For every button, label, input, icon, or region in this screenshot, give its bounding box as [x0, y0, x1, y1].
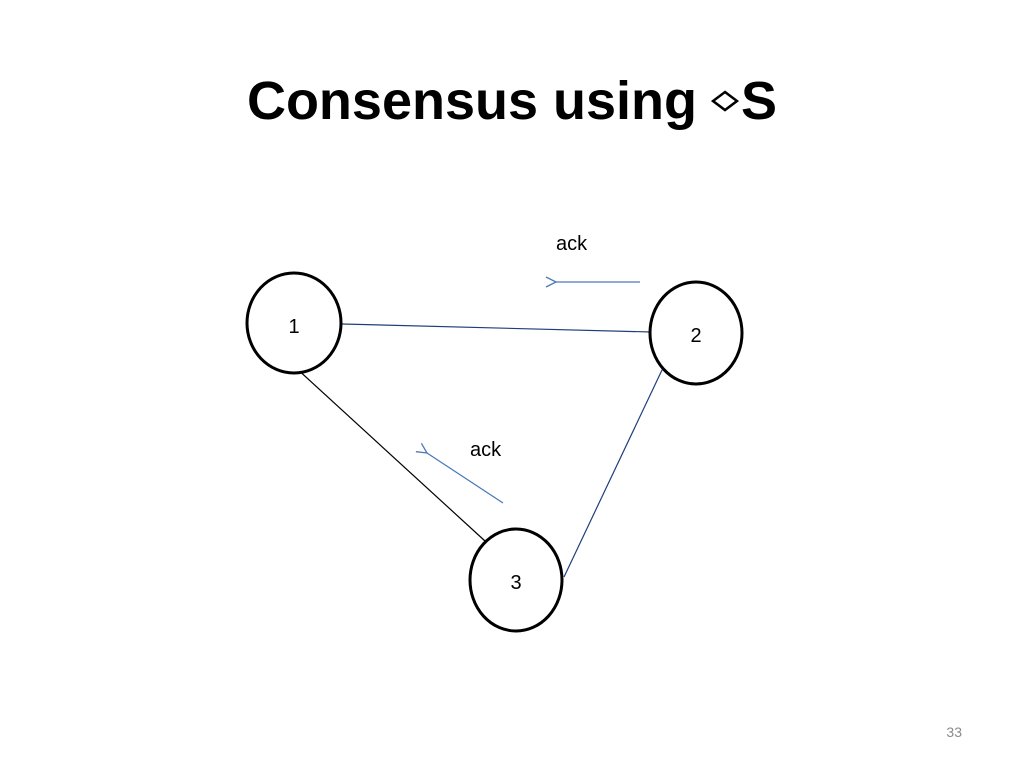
page-number: 33	[946, 724, 962, 740]
ack-label-3-to-1: ack	[470, 439, 502, 461]
node-1: 1	[245, 271, 343, 375]
edge-2-3	[563, 369, 663, 578]
diamond-icon	[711, 90, 740, 112]
node-1-label: 1	[288, 316, 299, 338]
ack-arrow-3-to-1	[427, 453, 504, 504]
edge-1-3	[294, 366, 486, 542]
node-3: 3	[468, 527, 564, 633]
title-text: Consensus using	[246, 71, 698, 131]
node-3-label: 3	[510, 572, 521, 594]
edge-1-2	[341, 323, 652, 333]
slide-title: Consensus using S	[0, 62, 1024, 140]
node-2-label: 2	[690, 325, 701, 347]
ack-label-2-to-1: ack	[556, 233, 588, 255]
node-2: 2	[648, 280, 744, 386]
title-symbol: S	[741, 71, 778, 131]
